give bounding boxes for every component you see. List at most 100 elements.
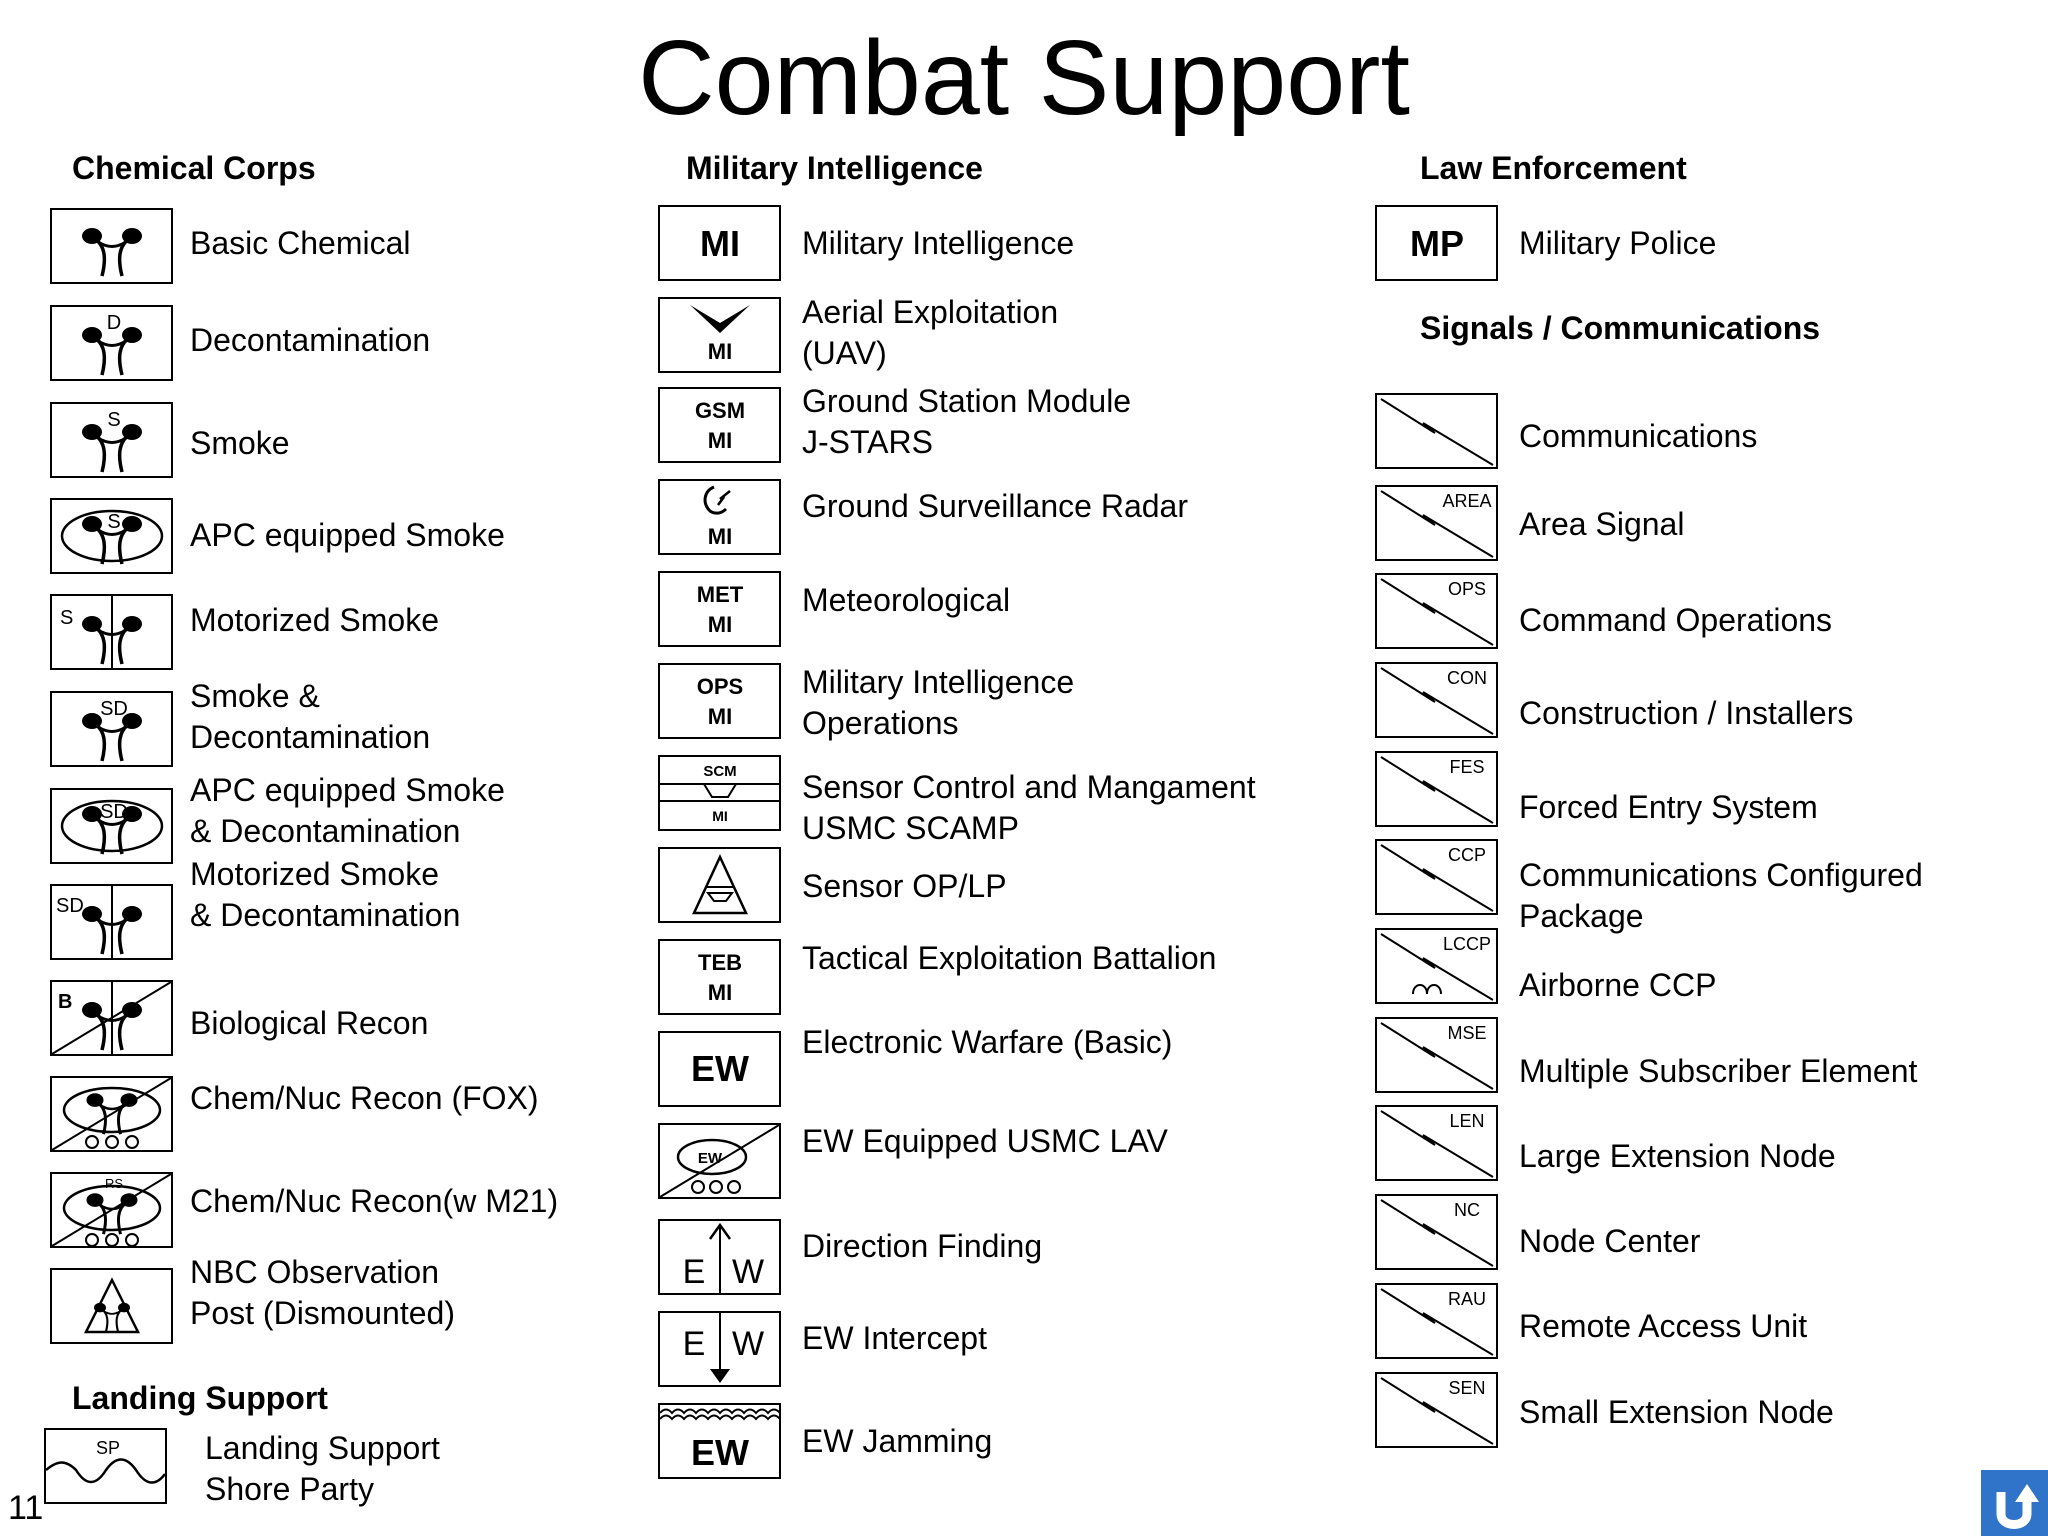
svg-text:MI: MI xyxy=(700,223,740,264)
section-heading-military-intelligence: Military Intelligence xyxy=(686,150,983,186)
label-chem-nuc-recon-fox: Chem/Nuc Recon (FOX) xyxy=(190,1080,539,1116)
label-electronic-warfare: Electronic Warfare (Basic) xyxy=(802,1024,1173,1060)
label-chem-nuc-recon-m21: Chem/Nuc Recon(w M21) xyxy=(190,1183,559,1219)
chem-decon-icon: D xyxy=(50,305,173,381)
signal-airborne-ccp-icon: LCCP xyxy=(1375,928,1498,1004)
svg-text:LCCP: LCCP xyxy=(1443,934,1491,954)
label-area-signal: Area Signal xyxy=(1519,506,1685,542)
label-ew-intercept: EW Intercept xyxy=(802,1320,987,1356)
svg-text:SD: SD xyxy=(100,801,128,823)
label-sensor-oplp: Sensor OP/LP xyxy=(802,868,1007,904)
mi-basic-icon: MI xyxy=(658,205,781,281)
svg-text:OPS: OPS xyxy=(697,674,743,699)
svg-text:CON: CON xyxy=(1447,668,1487,688)
svg-text:EW: EW xyxy=(698,1150,723,1167)
label-direction-finding: Direction Finding xyxy=(802,1228,1043,1264)
svg-text:RS: RS xyxy=(105,1176,123,1191)
bio-recon-icon: B xyxy=(50,980,173,1056)
svg-text:FES: FES xyxy=(1449,757,1484,777)
label-forced-entry-system: Forced Entry System xyxy=(1519,789,1818,825)
label-small-extension-node: Small Extension Node xyxy=(1519,1394,1834,1430)
signal-rau-icon: RAU xyxy=(1375,1283,1498,1359)
svg-text:MI: MI xyxy=(708,524,732,549)
svg-text:S: S xyxy=(107,409,120,431)
label-military-intelligence: Military Intelligence xyxy=(802,225,1075,261)
chem-motorized-smoke-icon: S xyxy=(50,594,173,670)
svg-text:EW: EW xyxy=(691,1432,749,1473)
signal-mse-icon: MSE xyxy=(1375,1017,1498,1093)
svg-text:E: E xyxy=(683,1253,706,1291)
nbc-observation-post-icon xyxy=(50,1268,173,1344)
label-aerial-exploitation: Aerial Exploitation(UAV) xyxy=(802,294,1059,371)
mi-radar-icon: MI xyxy=(658,479,781,555)
mi-sensor-oplp-icon xyxy=(658,847,781,923)
chem-apc-smoke-icon: S xyxy=(50,498,173,574)
return-button[interactable] xyxy=(1981,1470,2048,1536)
svg-text:D: D xyxy=(107,312,121,334)
chem-basic-icon xyxy=(50,208,173,284)
chem-motorized-smoke-decon-icon: SD xyxy=(50,884,173,960)
label-ew-jamming: EW Jamming xyxy=(802,1423,993,1459)
svg-text:NC: NC xyxy=(1454,1200,1480,1220)
ew-lav-icon: EW xyxy=(658,1123,781,1199)
svg-text:MI: MI xyxy=(708,339,732,364)
section-heading-landing-support: Landing Support xyxy=(72,1380,328,1416)
page-number: 11 xyxy=(8,1489,44,1527)
ew-jamming-icon: EW xyxy=(658,1403,781,1479)
label-ground-surveillance-radar: Ground Surveillance Radar xyxy=(802,488,1188,524)
label-basic-chemical: Basic Chemical xyxy=(190,225,411,261)
svg-text:MI: MI xyxy=(708,612,732,637)
section-heading-signals: Signals / Communications xyxy=(1420,310,1821,346)
signal-area-icon: AREA xyxy=(1375,485,1498,561)
chem-nuc-recon-fox-icon xyxy=(50,1076,173,1152)
mp-icon: MP xyxy=(1375,205,1498,281)
svg-text:SCM: SCM xyxy=(703,763,736,780)
label-smoke-decontamination: Smoke &Decontamination xyxy=(190,678,431,755)
return-arrow-icon xyxy=(1996,1484,2039,1529)
label-remote-access-unit: Remote Access Unit xyxy=(1519,1308,1808,1344)
svg-text:GSM: GSM xyxy=(695,398,745,423)
svg-text:B: B xyxy=(58,991,72,1013)
mi-scm-icon: SCM MI xyxy=(658,755,781,831)
label-smoke: Smoke xyxy=(190,425,290,461)
svg-text:SD: SD xyxy=(100,698,128,720)
svg-text:OPS: OPS xyxy=(1448,579,1486,599)
signal-communications-icon xyxy=(1375,393,1498,469)
svg-text:TEB: TEB xyxy=(698,950,742,975)
label-biological-recon: Biological Recon xyxy=(190,1005,429,1041)
svg-text:SD: SD xyxy=(56,895,84,917)
label-apc-smoke-decontamination: APC equipped Smoke& Decontamination xyxy=(190,772,505,849)
svg-text:MP: MP xyxy=(1410,223,1464,264)
signal-command-ops-icon: OPS xyxy=(1375,573,1498,649)
label-airborne-ccp: Airborne CCP xyxy=(1519,967,1717,1003)
label-tactical-exploitation-battalion: Tactical Exploitation Battalion xyxy=(802,940,1217,976)
svg-text:SEN: SEN xyxy=(1448,1378,1485,1398)
label-military-police: Military Police xyxy=(1519,225,1717,261)
chem-smoke-icon: S xyxy=(50,402,173,478)
svg-text:MI: MI xyxy=(712,808,728,824)
label-command-operations: Command Operations xyxy=(1519,602,1833,638)
signal-nc-icon: NC xyxy=(1375,1194,1498,1270)
label-motorized-smoke: Motorized Smoke xyxy=(190,602,439,638)
signal-ccp-icon: CCP xyxy=(1375,839,1498,915)
section-heading-chemical-corps: Chemical Corps xyxy=(72,150,316,186)
label-decontamination: Decontamination xyxy=(190,322,431,358)
page-title: Combat Support xyxy=(638,19,1410,137)
svg-text:W: W xyxy=(732,1325,764,1363)
label-apc-smoke: APC equipped Smoke xyxy=(190,517,505,553)
signal-len-icon: LEN xyxy=(1375,1105,1498,1181)
signal-construction-icon: CON xyxy=(1375,662,1498,738)
landing-shore-party-icon: SP xyxy=(44,1428,167,1504)
svg-text:E: E xyxy=(683,1325,706,1363)
label-meteorological: Meteorological xyxy=(802,582,1011,618)
svg-text:LEN: LEN xyxy=(1449,1111,1484,1131)
